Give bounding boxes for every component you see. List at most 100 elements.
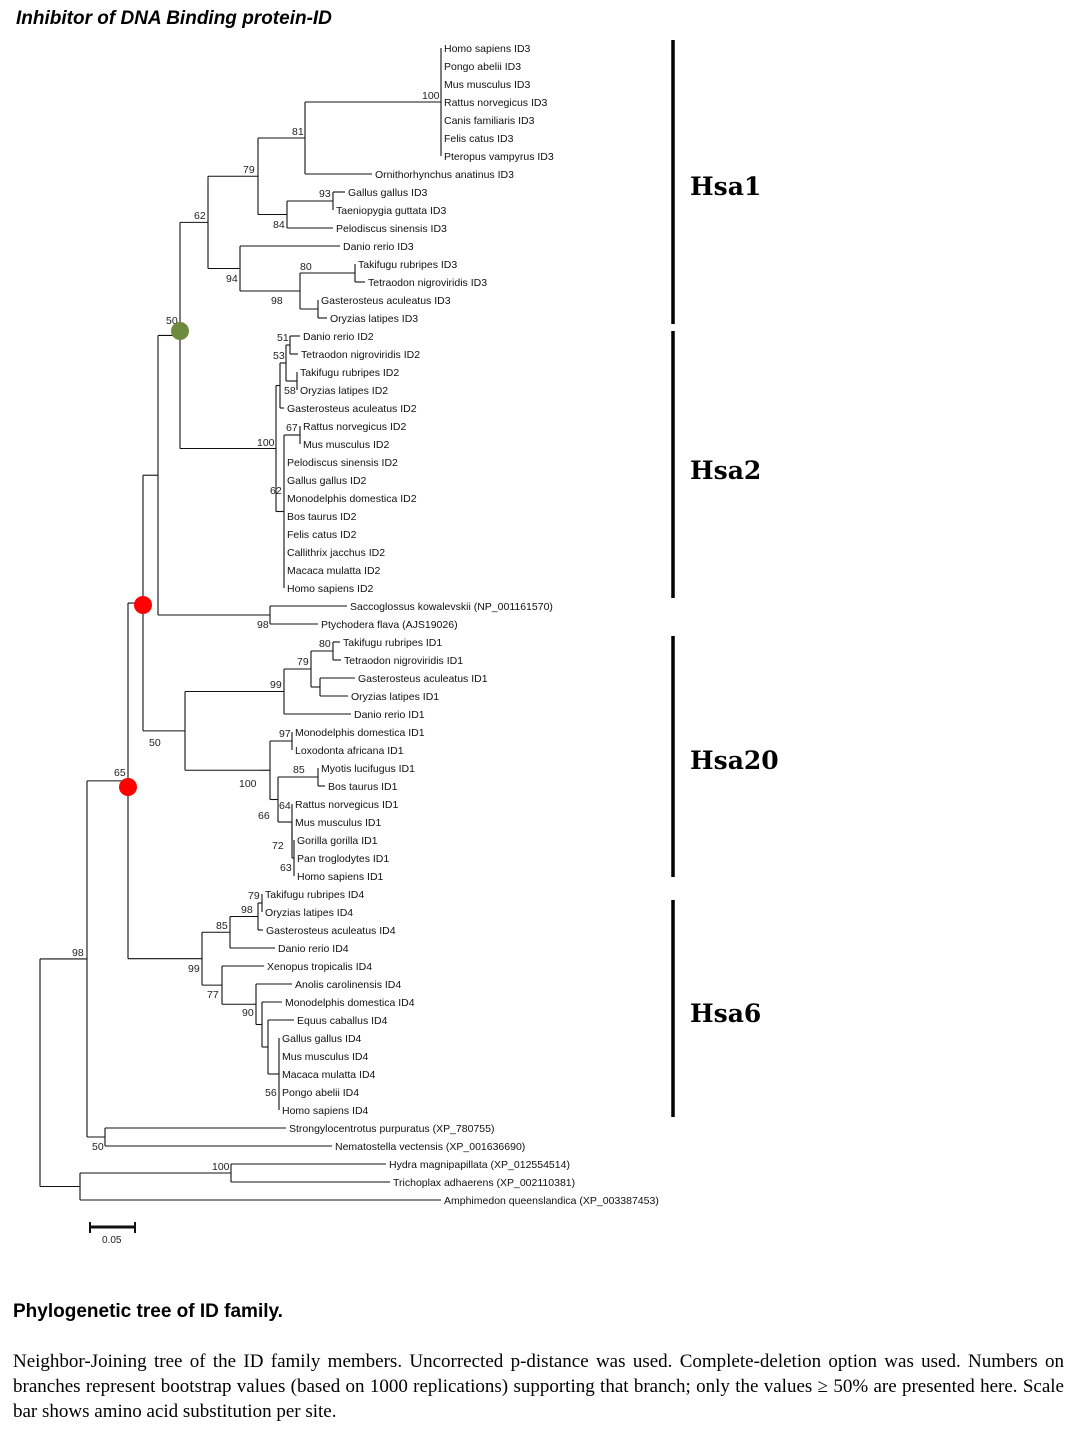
leaf-label: Takifugu rubripes ID3 xyxy=(358,259,457,271)
leaf-label: Oryzias latipes ID4 xyxy=(265,907,353,919)
bootstrap-value: 98 xyxy=(271,295,283,307)
clade-label-hsa6: Hsa6 xyxy=(690,999,761,1028)
leaf-label: Equus caballus ID4 xyxy=(297,1015,388,1027)
leaf-label: Myotis lucifugus ID1 xyxy=(321,763,415,775)
bootstrap-value: 97 xyxy=(279,728,291,740)
leaf-label: Amphimedon queenslandica (XP_003387453) xyxy=(444,1195,659,1207)
leaf-label: Pelodiscus sinensis ID3 xyxy=(336,223,447,235)
duplication-node-marker xyxy=(119,778,137,796)
leaf-label: Felis catus ID3 xyxy=(444,133,514,145)
bootstrap-value: 50 xyxy=(149,737,161,749)
leaf-label: Pongo abelii ID3 xyxy=(444,61,521,73)
leaf-label: Hydra magnipapillata (XP_012554514) xyxy=(389,1159,570,1171)
leaf-label: Macaca mulatta ID2 xyxy=(287,565,381,577)
leaf-label: Gallus gallus ID4 xyxy=(282,1033,362,1045)
leaf-label: Oryzias latipes ID2 xyxy=(300,385,388,397)
clade-label-hsa20: Hsa20 xyxy=(690,746,779,775)
clade-annotations: Hsa1 Hsa2 Hsa20 Hsa6 xyxy=(671,40,779,1117)
leaf-label: Danio rerio ID2 xyxy=(303,331,374,343)
node-markers xyxy=(119,322,189,796)
bootstrap-value: 85 xyxy=(216,920,228,932)
leaf-label: Monodelphis domestica ID2 xyxy=(287,493,417,505)
bootstrap-value: 94 xyxy=(226,273,238,285)
leaf-label: Rattus norvegicus ID3 xyxy=(444,97,547,109)
leaf-label: Saccoglossus kowalevskii (NP_001161570) xyxy=(350,601,553,613)
leaf-label: Homo sapiens ID4 xyxy=(282,1105,369,1117)
leaf-label: Danio rerio ID4 xyxy=(278,943,349,955)
leaf-label: Taeniopygia guttata ID3 xyxy=(336,205,446,217)
bootstrap-value: 72 xyxy=(272,840,284,852)
bootstrap-value: 53 xyxy=(273,350,285,362)
leaf-label: Rattus norvegicus ID1 xyxy=(295,799,398,811)
leaf-label: Takifugu rubripes ID1 xyxy=(343,637,442,649)
leaf-label: Felis catus ID2 xyxy=(287,529,357,541)
leaf-label: Gallus gallus ID3 xyxy=(348,187,428,199)
caption-title: Phylogenetic tree of ID family. xyxy=(13,1301,283,1322)
bootstrap-value: 65 xyxy=(114,767,126,779)
bootstrap-labels: 1008179629384809894505153586710062988079… xyxy=(72,90,440,1173)
leaf-label: Homo sapiens ID1 xyxy=(297,871,384,883)
leaf-label: Tetraodon nigroviridis ID3 xyxy=(368,277,487,289)
leaf-label: Monodelphis domestica ID4 xyxy=(285,997,415,1009)
bootstrap-value: 67 xyxy=(286,422,298,434)
leaf-label: Pan troglodytes ID1 xyxy=(297,853,389,865)
bootstrap-value: 80 xyxy=(319,638,331,650)
leaf-label: Gorilla gorilla ID1 xyxy=(297,835,378,847)
bootstrap-value: 100 xyxy=(212,1161,230,1173)
bootstrap-value: 79 xyxy=(248,890,260,902)
leaf-label: Ornithorhynchus anatinus ID3 xyxy=(375,169,514,181)
clade-label-hsa2: Hsa2 xyxy=(690,456,761,485)
leaf-label: Monodelphis domestica ID1 xyxy=(295,727,425,739)
leaf-label: Oryzias latipes ID1 xyxy=(351,691,439,703)
bootstrap-value: 79 xyxy=(297,656,309,668)
bootstrap-value: 77 xyxy=(207,989,219,1001)
leaf-label: Mus musculus ID3 xyxy=(444,79,531,91)
leaf-label: Mus musculus ID4 xyxy=(282,1051,369,1063)
bootstrap-value: 100 xyxy=(257,437,275,449)
bootstrap-value: 79 xyxy=(243,164,255,176)
leaf-label: Canis familiaris ID3 xyxy=(444,115,535,127)
leaf-label: Mus musculus ID2 xyxy=(303,439,390,451)
bootstrap-value: 85 xyxy=(293,764,305,776)
tree-branches xyxy=(39,48,442,1201)
bootstrap-value: 50 xyxy=(166,315,178,327)
leaf-label: Gasterosteus aculeatus ID3 xyxy=(321,295,451,307)
leaf-label: Danio rerio ID1 xyxy=(354,709,425,721)
bootstrap-value: 56 xyxy=(265,1087,277,1099)
leaf-label: Nematostella vectensis (XP_001636690) xyxy=(335,1141,525,1153)
leaf-label: Takifugu rubripes ID4 xyxy=(265,889,364,901)
leaf-label: Macaca mulatta ID4 xyxy=(282,1069,376,1081)
leaf-label: Gasterosteus aculeatus ID1 xyxy=(358,673,488,685)
leaf-label: Gasterosteus aculeatus ID4 xyxy=(266,925,396,937)
bootstrap-value: 84 xyxy=(273,219,285,231)
bootstrap-value: 51 xyxy=(277,332,289,344)
leaf-label: Oryzias latipes ID3 xyxy=(330,313,418,325)
bootstrap-value: 81 xyxy=(292,126,304,138)
leaf-label: Tetraodon nigroviridis ID2 xyxy=(301,349,420,361)
bootstrap-value: 98 xyxy=(257,619,269,631)
bootstrap-value: 50 xyxy=(92,1141,104,1153)
clade-label-hsa1: Hsa1 xyxy=(690,172,761,201)
bootstrap-value: 99 xyxy=(188,963,200,975)
leaf-label: Pteropus vampyrus ID3 xyxy=(444,151,554,163)
leaf-label: Gallus gallus ID2 xyxy=(287,475,367,487)
leaf-label: Ptychodera flava (AJS19026) xyxy=(321,619,458,631)
bootstrap-value: 98 xyxy=(72,947,84,959)
figure-title: Inhibitor of DNA Binding protein-ID xyxy=(16,8,332,29)
leaf-label: Gasterosteus aculeatus ID2 xyxy=(287,403,417,415)
bootstrap-value: 93 xyxy=(319,188,331,200)
bootstrap-value: 99 xyxy=(270,679,282,691)
leaf-label: Loxodonta africana ID1 xyxy=(295,745,404,757)
bootstrap-value: 100 xyxy=(422,90,440,102)
bootstrap-value: 58 xyxy=(284,385,296,397)
bootstrap-value: 62 xyxy=(194,210,206,222)
scale-bar-label: 0.05 xyxy=(102,1235,122,1246)
duplication-node-marker xyxy=(134,596,152,614)
leaf-label: Takifugu rubripes ID2 xyxy=(300,367,399,379)
leaf-label: Bos taurus ID1 xyxy=(328,781,398,793)
leaf-label: Callithrix jacchus ID2 xyxy=(287,547,385,559)
scale-bar: 0.05 xyxy=(89,1222,136,1246)
leaf-label: Mus musculus ID1 xyxy=(295,817,382,829)
